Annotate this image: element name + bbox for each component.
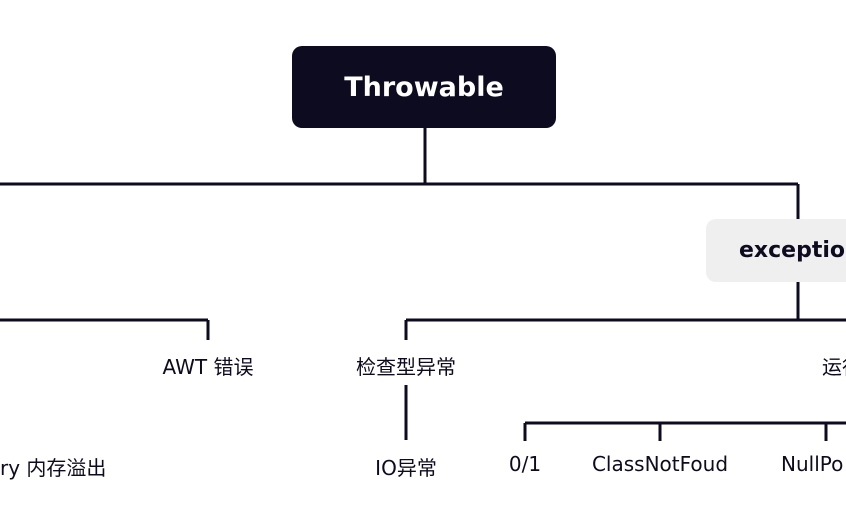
- node-exception: exception: [706, 219, 846, 282]
- node-div-zero: 0/1: [508, 452, 542, 476]
- node-io-exception: IO异常: [375, 456, 437, 480]
- node-runtime-exception: 运行: [822, 355, 846, 379]
- node-memory-overflow: ry 内存溢出: [0, 456, 107, 480]
- node-class-not-found: ClassNotFoud: [591, 452, 729, 476]
- node-throwable-label: Throwable: [344, 71, 504, 103]
- node-exception-label: exception: [739, 238, 846, 263]
- node-throwable: Throwable: [292, 46, 556, 128]
- node-awt-error: AWT 错误: [162, 355, 254, 379]
- node-checked-exception: 检查型异常: [356, 355, 456, 379]
- node-null-pointer: NullPo: [781, 452, 844, 476]
